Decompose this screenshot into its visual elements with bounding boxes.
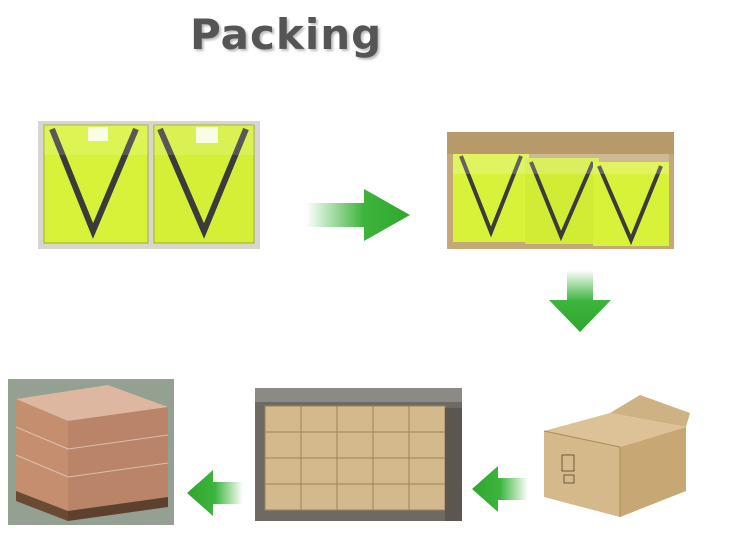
vests-in-carton-photo (447, 132, 674, 249)
closed-carton-photo (540, 391, 690, 521)
arrow-right-icon (302, 185, 414, 245)
arrow-left-icon (185, 466, 245, 520)
arrow-left-icon (470, 462, 530, 516)
folded-vests-photo (38, 121, 260, 249)
stacked-cartons-photo (255, 388, 462, 521)
wrapped-pallet-photo (8, 379, 174, 525)
page-title: Packing (190, 10, 383, 59)
arrow-down-icon (545, 268, 615, 334)
